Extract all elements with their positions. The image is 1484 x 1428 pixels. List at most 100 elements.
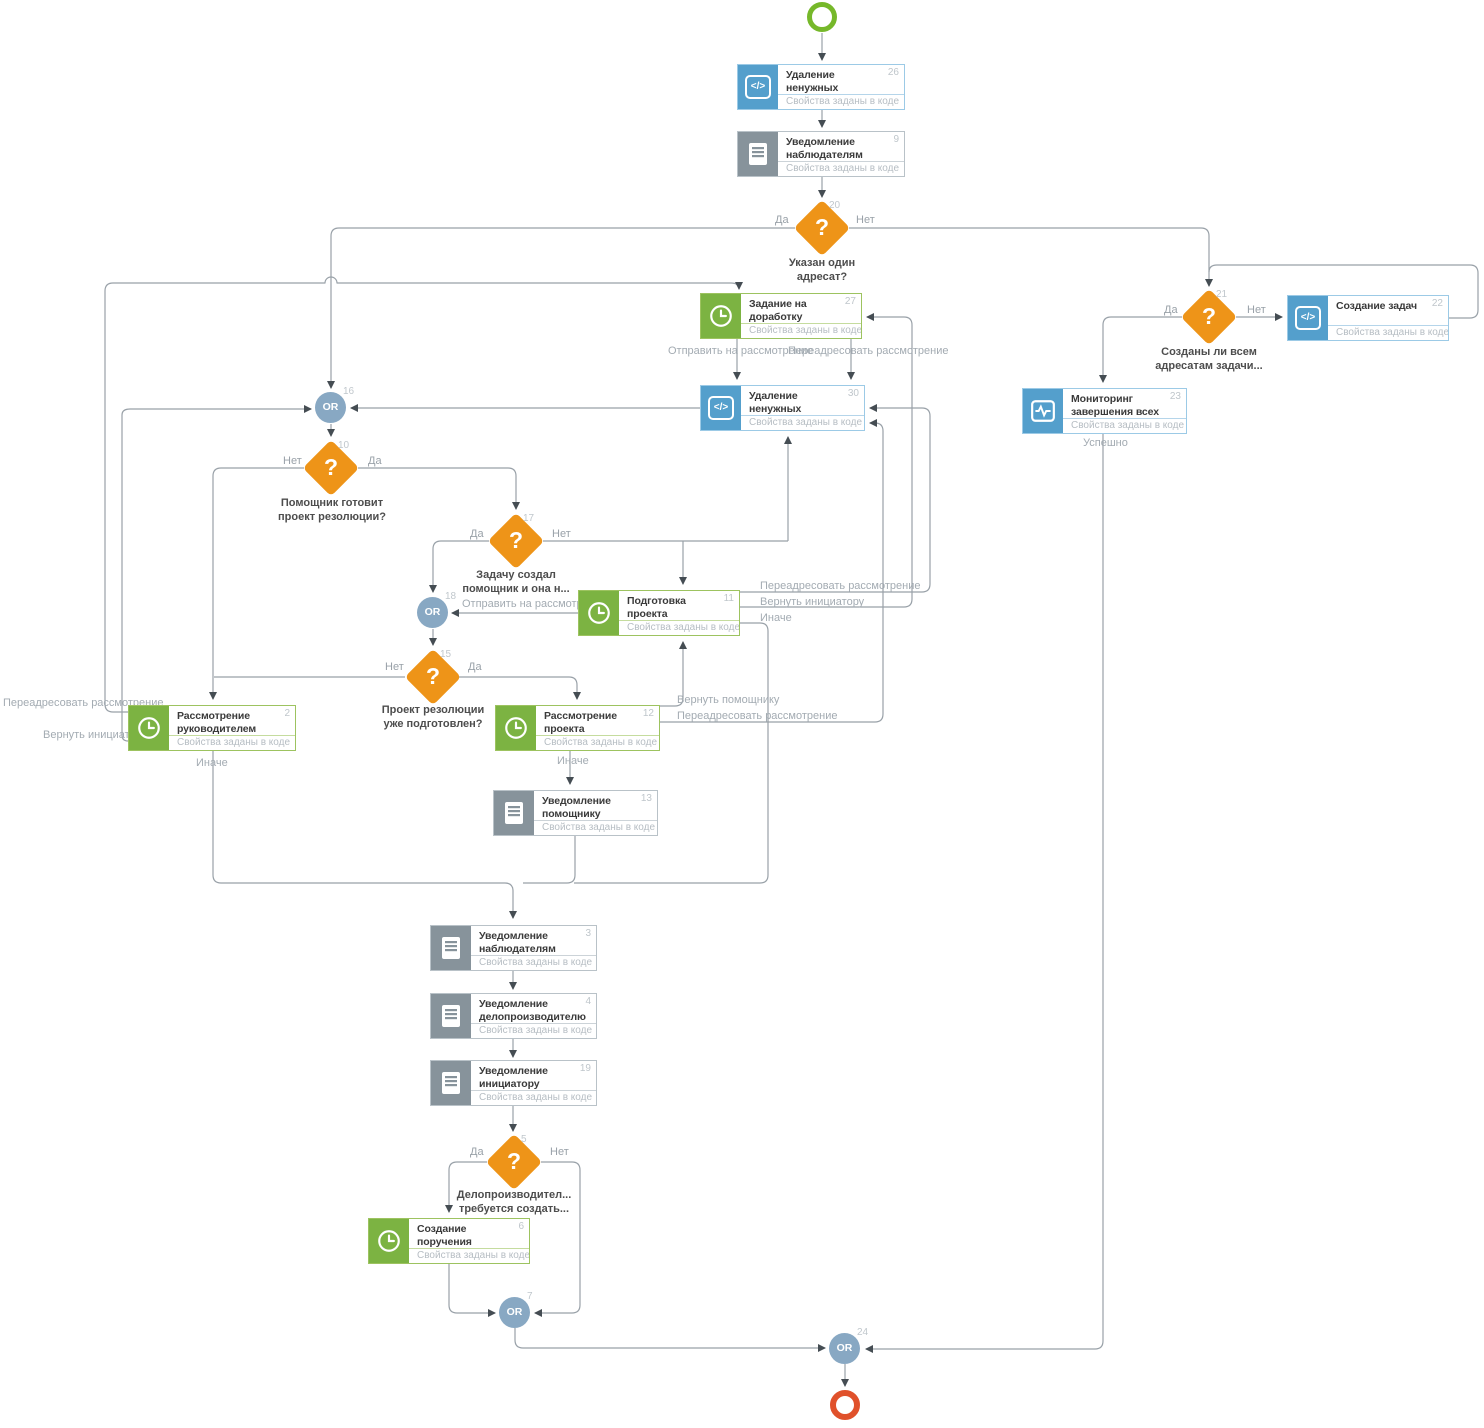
node-number: 3 <box>585 928 591 939</box>
notification-block-4[interactable]: 4 Уведомление делопроизводителю Свойства… <box>430 993 597 1039</box>
document-icon <box>431 926 471 970</box>
node-number: 16 <box>343 386 355 397</box>
notification-block-13[interactable]: 13 Уведомление помощнику руководителя Св… <box>493 790 658 836</box>
decision-label: Делопроизводител... требуется создать... <box>456 1189 572 1215</box>
connector-line[interactable] <box>1208 264 1479 319</box>
branch-label-yes: Да <box>470 528 484 540</box>
task-block-6[interactable]: 6 Создание поручения делопроизводителем … <box>368 1218 530 1264</box>
connector-line[interactable] <box>865 434 1104 1353</box>
node-number: 9 <box>893 134 899 145</box>
connector-line[interactable] <box>429 540 489 593</box>
node-subtitle: Свойства заданы в коде <box>778 161 904 176</box>
connector-line[interactable] <box>740 313 913 608</box>
monitoring-block-23[interactable]: 23 Мониторинг завершения всех подзадач С… <box>1022 388 1187 434</box>
node-title: Рассмотрение проекта резолюции руководит… <box>544 710 617 737</box>
edge-label: Отправить на рассмотрение <box>668 345 814 357</box>
node-title: Рассмотрение руководителем <box>177 710 257 735</box>
task-block-2[interactable]: 2 Рассмотрение руководителем Свойства за… <box>128 705 296 751</box>
connector-line[interactable] <box>445 1161 487 1213</box>
node-number: 24 <box>857 1327 869 1338</box>
edge-label: Вернуть помощнику <box>677 694 780 706</box>
node-number: 12 <box>642 708 654 719</box>
node-number: 2 <box>284 708 290 719</box>
gateway-label: OR <box>506 1306 523 1318</box>
node-number: 27 <box>844 296 856 307</box>
notification-block-3[interactable]: 3 Уведомление наблюдателям Свойства зада… <box>430 925 597 971</box>
node-subtitle: Свойства заданы в коде <box>471 1023 596 1038</box>
question-icon: ? <box>323 454 339 480</box>
code-icon: </> <box>701 386 741 430</box>
node-number: 6 <box>518 1221 524 1232</box>
decision-10[interactable]: ? 10 <box>302 439 360 497</box>
question-icon: ? <box>508 527 524 553</box>
script-block-22[interactable]: </> 22 Создание задач Свойства заданы в … <box>1287 295 1449 341</box>
connector-line[interactable] <box>121 405 312 742</box>
gateway-label: OR <box>836 1342 853 1354</box>
task-block-11[interactable]: 11 Подготовка проекта резолюции Свойства… <box>578 590 740 636</box>
or-gateway-16[interactable]: OR 16 <box>315 386 354 423</box>
or-gateway-18[interactable]: OR 18 <box>417 591 456 628</box>
clock-icon <box>701 294 741 338</box>
connector-line[interactable] <box>849 227 1213 287</box>
script-block-26[interactable]: </> 26 Удаление ненужных проектов резолю… <box>737 64 905 110</box>
branch-label-no: Нет <box>552 528 571 540</box>
branch-label-no: Нет <box>1247 304 1266 316</box>
connector-line[interactable] <box>212 751 517 919</box>
connector-line[interactable] <box>459 676 581 700</box>
node-subtitle: Свойства заданы в коде <box>778 94 904 109</box>
node-number: 11 <box>723 593 734 604</box>
decision-label: Указан один адресат? <box>788 257 856 283</box>
node-number: 30 <box>847 388 859 399</box>
notification-block-19[interactable]: 19 Уведомление инициатору Свойства задан… <box>430 1060 597 1106</box>
node-number: 13 <box>640 793 652 804</box>
connector-line[interactable] <box>740 404 931 593</box>
connector-line[interactable] <box>209 467 304 700</box>
node-title: Удаление ненужных проектов резолюции <box>786 69 839 96</box>
connector-line[interactable] <box>534 1161 581 1317</box>
node-subtitle: Свойства заданы в коде <box>1063 418 1186 433</box>
connector-line[interactable] <box>448 1264 496 1317</box>
decision-21[interactable]: ? 21 <box>1180 288 1238 346</box>
task-block-27[interactable]: 27 Задание на доработку рассмотрения Сво… <box>700 293 862 339</box>
decision-15[interactable]: ? 15 <box>404 648 462 706</box>
edge-label: Успешно <box>1083 437 1128 449</box>
node-subtitle: Свойства заданы в коде <box>409 1248 529 1263</box>
branch-label-yes: Да <box>368 455 382 467</box>
decision-5[interactable]: ? 5 <box>485 1133 543 1191</box>
node-number: 17 <box>523 513 535 524</box>
connector-line[interactable] <box>327 227 795 389</box>
document-icon <box>431 994 471 1038</box>
code-icon: </> <box>738 65 778 109</box>
connector-line[interactable] <box>523 836 576 884</box>
task-block-12[interactable]: 12 Рассмотрение проекта резолюции руково… <box>495 705 660 751</box>
connector-line[interactable] <box>660 419 884 723</box>
start-event[interactable] <box>807 2 837 32</box>
edge-label: Иначе <box>760 612 792 624</box>
connector-line[interactable] <box>358 467 520 510</box>
branch-label-no: Нет <box>550 1146 569 1158</box>
node-title: Удаление ненужных проектов резолюции <box>749 390 802 417</box>
branch-label-no: Нет <box>283 455 302 467</box>
decision-17[interactable]: ? 17 <box>487 512 545 570</box>
or-gateway-24[interactable]: OR 24 <box>829 1327 868 1364</box>
edge-label: Вернуть инициатору <box>43 729 148 741</box>
decision-20[interactable]: ? 20 <box>793 199 851 257</box>
code-icon: </> <box>1288 296 1328 340</box>
connector-line[interactable] <box>514 1328 826 1352</box>
connector-line[interactable] <box>1099 316 1182 383</box>
end-event[interactable] <box>830 1390 860 1420</box>
node-title: Уведомление наблюдателям <box>479 930 556 955</box>
script-block-30[interactable]: </> 30 Удаление ненужных проектов резолю… <box>700 385 865 431</box>
node-number: 26 <box>887 67 899 78</box>
or-gateway-7[interactable]: OR 7 <box>499 1291 533 1328</box>
connector-line[interactable] <box>104 276 743 713</box>
node-title: Мониторинг завершения всех подзадач <box>1071 393 1159 420</box>
notification-block-9[interactable]: 9 Уведомление наблюдателям перед рассмот… <box>737 131 905 177</box>
connector-line[interactable] <box>574 622 769 884</box>
node-number: 5 <box>521 1134 527 1145</box>
node-number: 22 <box>1431 298 1443 309</box>
node-number: 10 <box>338 440 350 451</box>
gateway-label: OR <box>424 606 441 618</box>
connector-line[interactable] <box>660 641 687 707</box>
